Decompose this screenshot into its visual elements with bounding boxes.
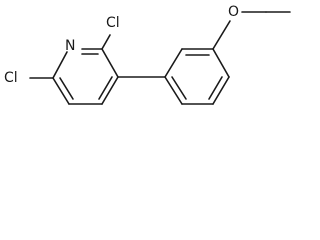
bond-b3-b4 [212, 48, 230, 78]
pyridine-ring [52, 48, 119, 105]
bond-b6-b1 [164, 76, 183, 105]
double-bond-b6-b1-inner [171, 76, 187, 100]
double-bond-b4-b5-inner [208, 76, 223, 100]
bond-b4-b5 [212, 76, 230, 105]
bond-c2-cl [101, 34, 111, 50]
bond-c6-c5 [52, 77, 70, 105]
bond-c3-c2 [101, 48, 119, 78]
atom-label-chlorine-top: Cl [106, 15, 120, 31]
double-bond-c4-c3-inner [98, 76, 113, 100]
benzene-ring [164, 48, 230, 105]
atom-label-oxygen: O [228, 4, 239, 20]
atom-label-chlorine-left: Cl [4, 70, 18, 86]
bond-b1-b2 [164, 48, 183, 78]
bond-b3-o [212, 20, 231, 50]
bond-n-c6 [52, 51, 68, 79]
double-bond-c6-c5-inner [59, 77, 74, 100]
bond-c4-c3 [101, 76, 119, 105]
chemical-structure-diagram: N Cl Cl O [4, 4, 291, 105]
atom-label-nitrogen: N [65, 38, 75, 54]
